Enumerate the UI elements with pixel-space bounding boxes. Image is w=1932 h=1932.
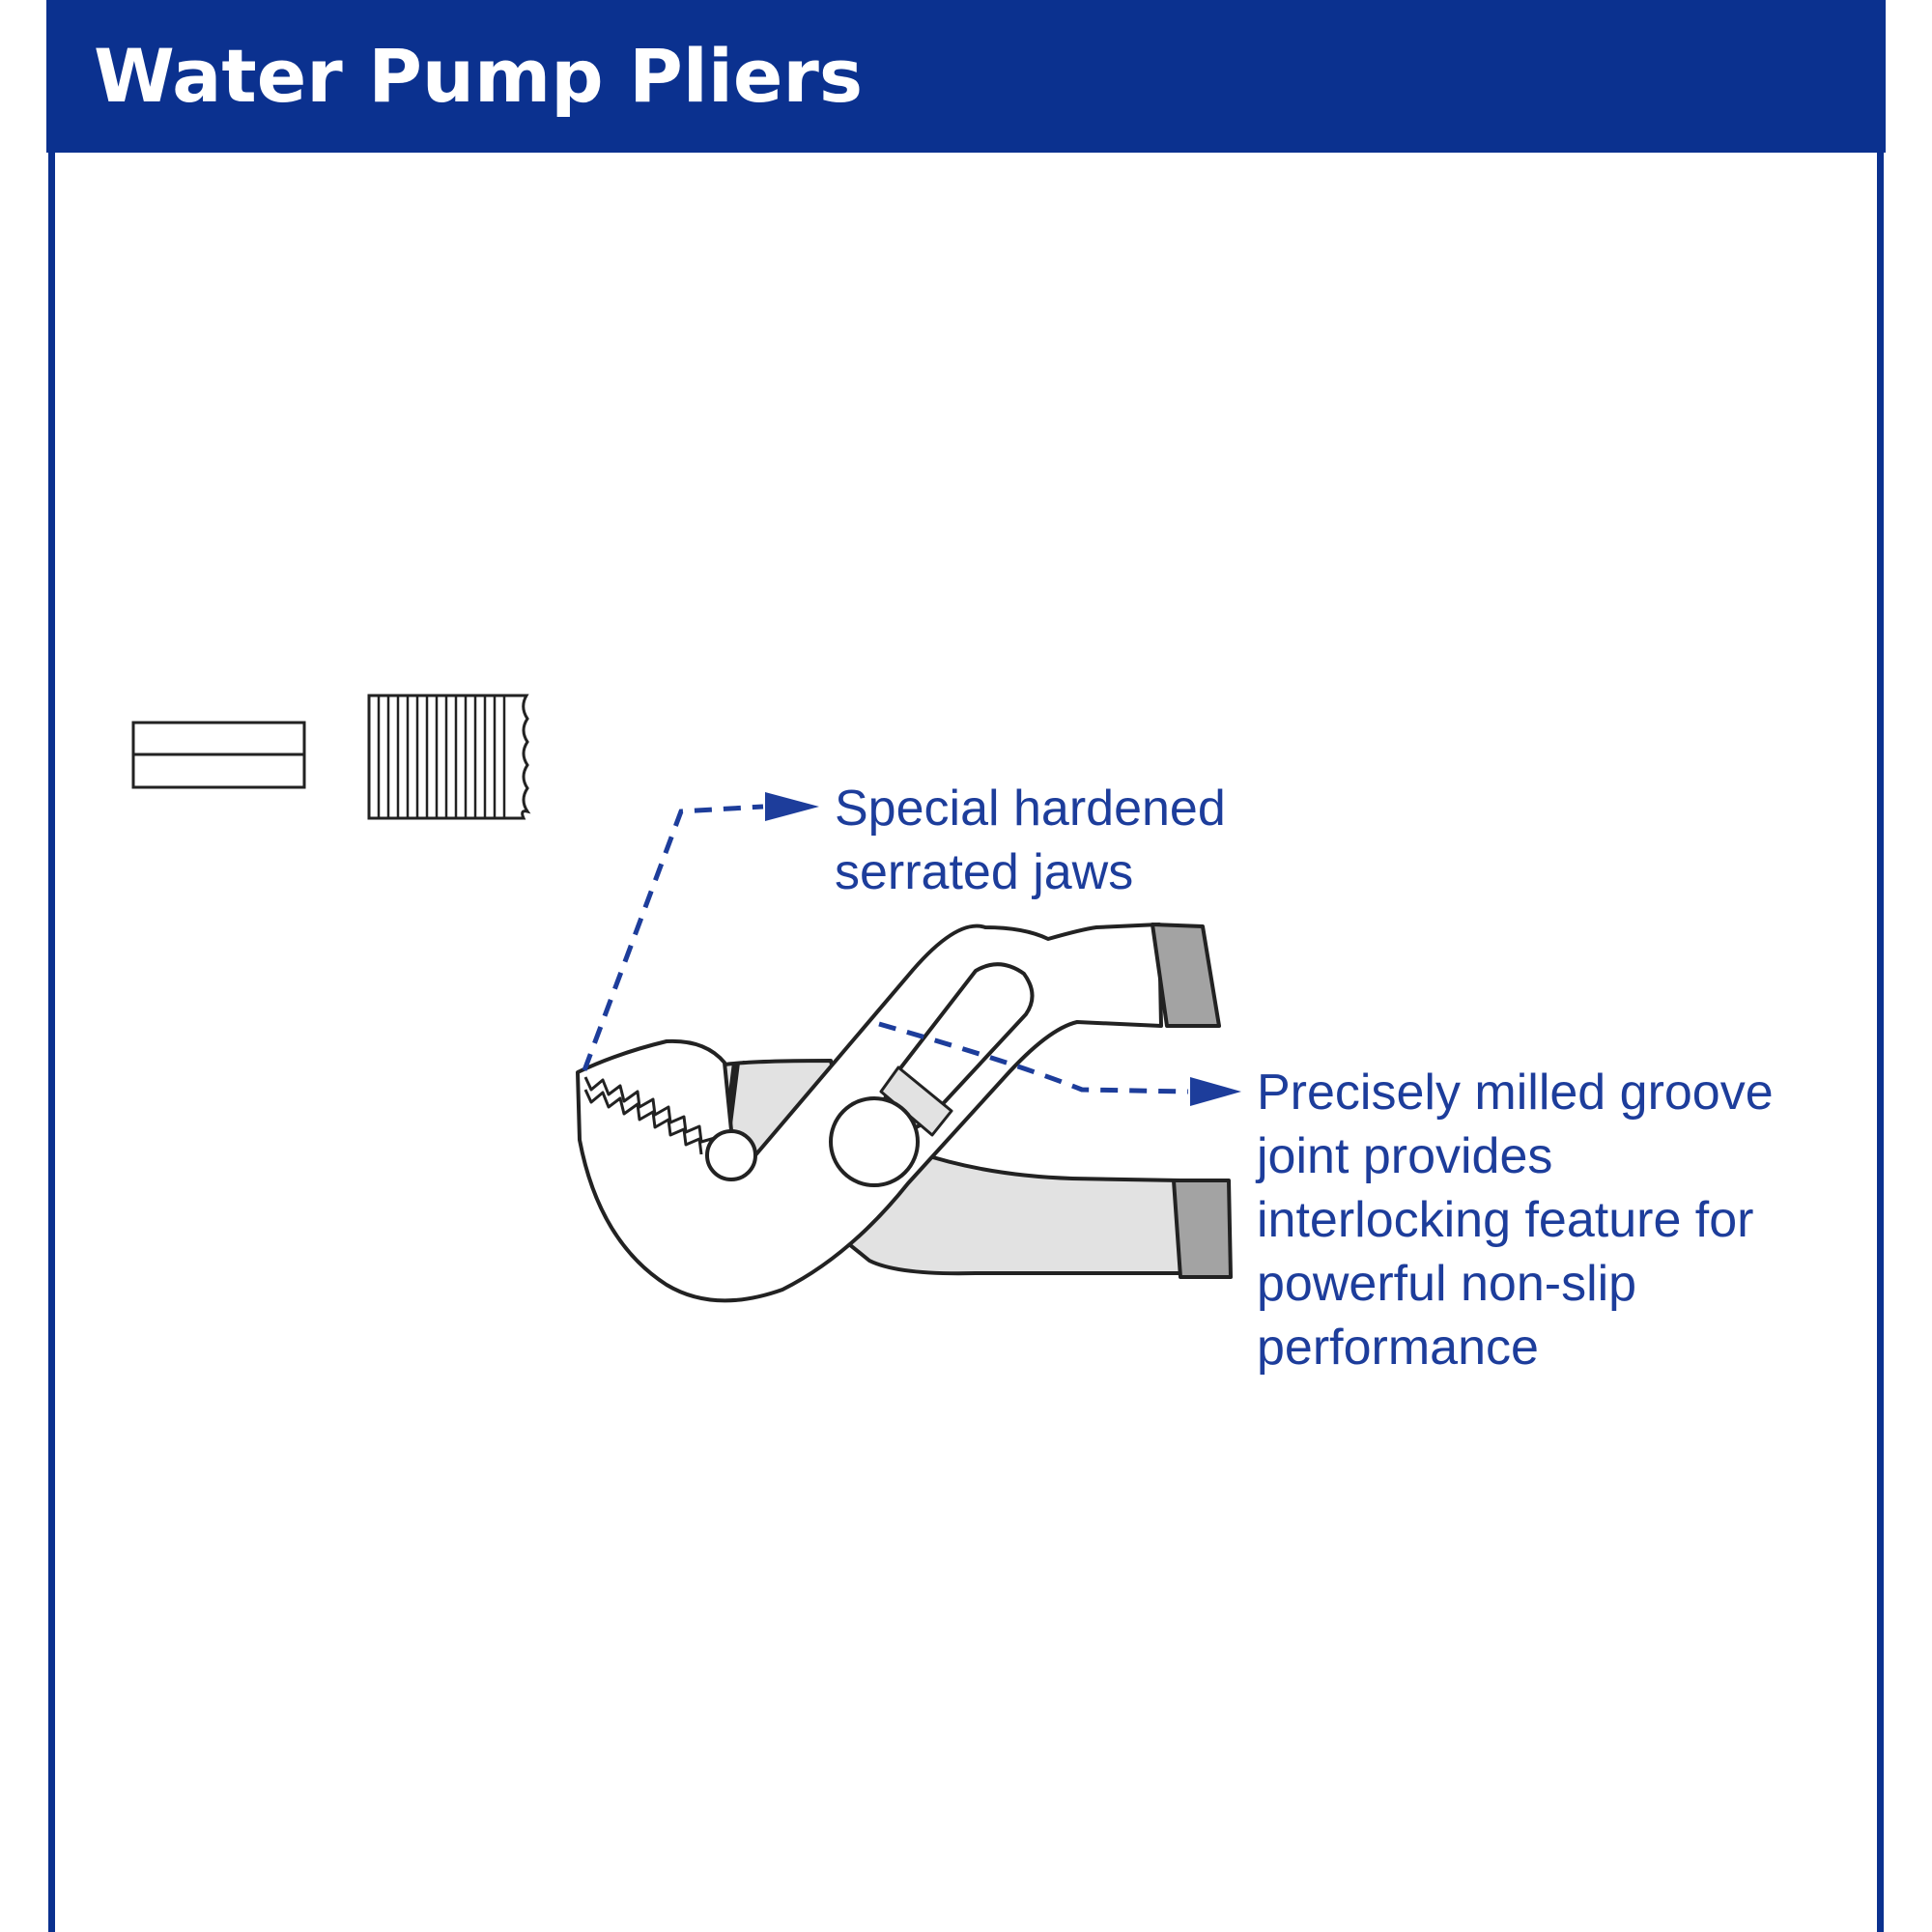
- callout-joint-line: performance: [1257, 1320, 1539, 1376]
- jaws-leader: [582, 792, 819, 1071]
- smooth-jaw-icon: [131, 721, 306, 789]
- callout-jaws-line: serrated jaws: [835, 844, 1134, 900]
- title-bar: [46, 0, 1886, 153]
- callout-joint-line: interlocking feature for: [1257, 1192, 1754, 1248]
- callout-joint-line: joint provides: [1257, 1128, 1553, 1184]
- callout-jaws: Special hardened serrated jaws: [835, 777, 1337, 904]
- groove-band: [879, 1065, 953, 1137]
- callout-joint: Precisely milled groove joint provides i…: [1257, 1061, 1875, 1379]
- callout-joint-line: powerful non-slip: [1257, 1256, 1637, 1312]
- callout-jaws-line: Special hardened: [835, 781, 1226, 837]
- callout-joint-line: Precisely milled groove: [1257, 1065, 1774, 1121]
- upper-handle-grip: [1151, 923, 1221, 1028]
- page-title: Water Pump Pliers: [94, 33, 864, 119]
- serrated-jaw-icon: [367, 694, 531, 820]
- pivot-bolt: [829, 1096, 920, 1187]
- pliers-illustration: [576, 923, 1233, 1303]
- jaw-teeth: [583, 1076, 721, 1152]
- joint-leader: [878, 1021, 1241, 1106]
- lower-handle-grip: [1172, 1179, 1233, 1279]
